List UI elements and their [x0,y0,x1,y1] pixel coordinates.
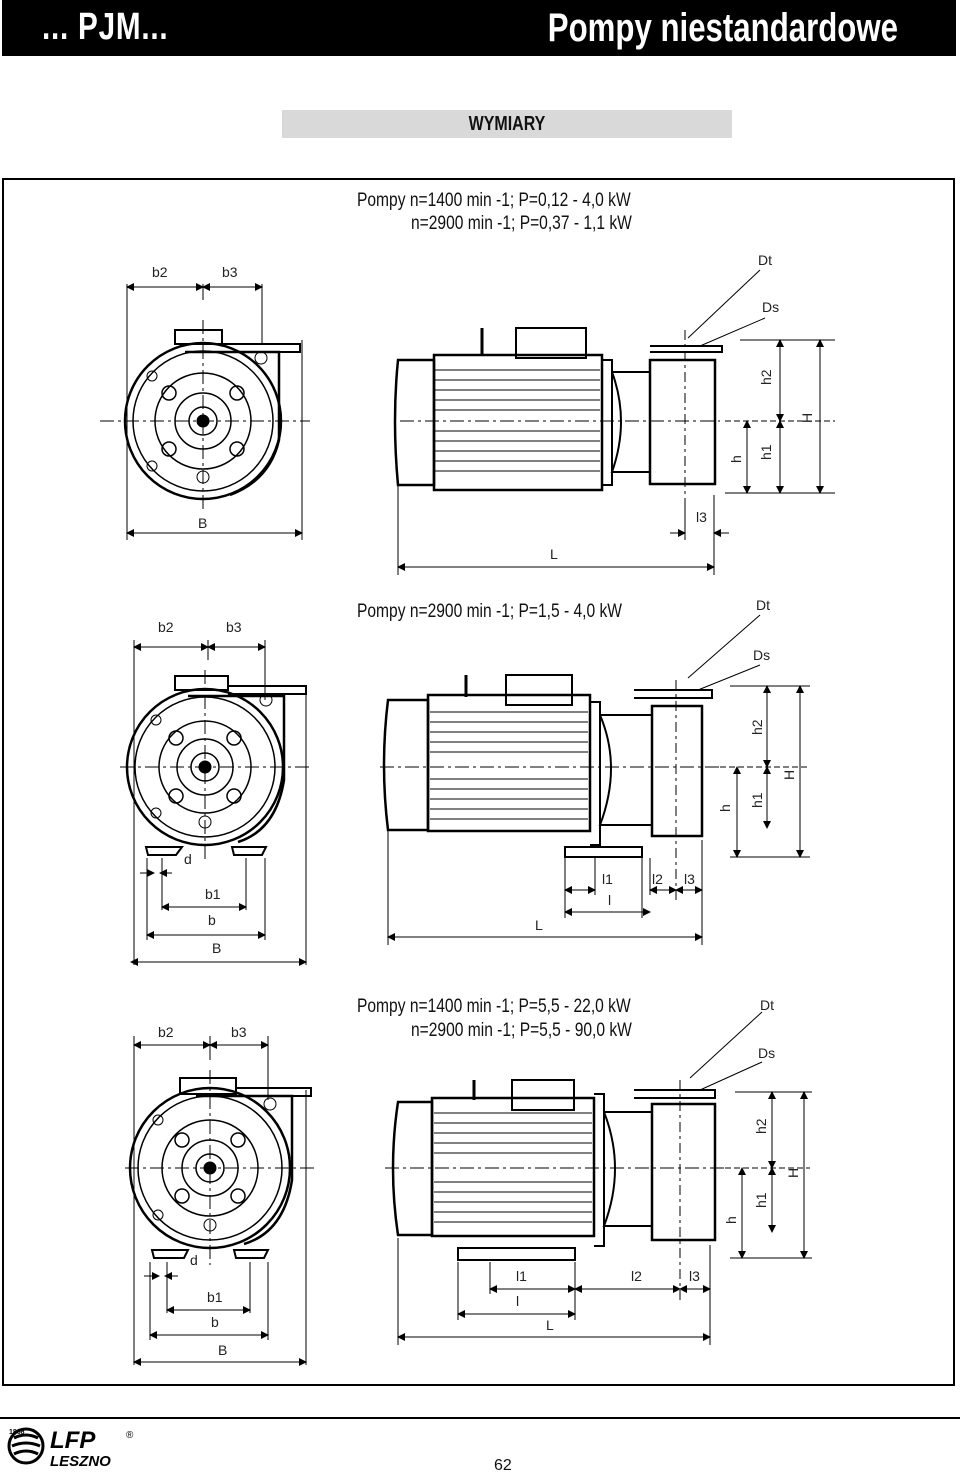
dim-b2-2: b2 [158,619,174,635]
caption-3-line-2: n=2900 min -1; P=5,5 - 90,0 kW [411,1020,632,1041]
dim-H-1: H [799,413,815,423]
dim-l3-2: l3 [684,871,695,887]
dim-L-1: L [550,546,558,562]
front-view-1 [100,320,310,510]
dim-b3-2: b3 [226,619,242,635]
dim-l-2: l [608,892,611,908]
dim-Ds-3: Ds [758,1045,775,1061]
dim-b3-1: b3 [222,264,238,280]
page-number: 62 [494,1457,512,1474]
drawing-frame [2,178,955,1386]
dim-h-3: h [723,1216,739,1224]
dim-H-2: H [781,770,797,780]
dim-h1-3: h1 [753,1192,769,1208]
logo-registered: ® [126,1430,134,1441]
dim-b-3: b [211,1314,219,1330]
dim-B-1: B [198,515,207,531]
dim-d-3: d [190,1252,198,1268]
dim-H-3: H [785,1168,801,1178]
front-view-3 [125,1070,318,1265]
logo-subtext: LESZNO [50,1453,111,1470]
dim-d-2: d [184,851,192,867]
dim-Ds-2: Ds [753,647,770,663]
side-view-2 [380,674,720,900]
header-right-title: Pompy niestandardowe [547,6,898,50]
dim-Dt-1: Dt [758,252,772,268]
dim-b2-3: b2 [158,1024,174,1040]
dim-b3-3: b3 [231,1024,247,1040]
dim-B-3: B [218,1342,227,1358]
page-header: ... PJM... Pompy niestandardowe [2,0,956,56]
dim-h-1: h [728,455,744,463]
dim-L-3: L [546,1317,554,1333]
front-view-2 [120,670,312,860]
section-title: WYMIARY [282,110,732,138]
dim-Dt-3: Dt [760,997,774,1013]
side-view-3 [385,1079,730,1300]
dim-B-2: B [212,940,221,956]
dim-h-2: h [717,804,733,812]
footer-divider [0,1417,960,1419]
logo-text: LFP [50,1427,96,1454]
dim-b2-1: b2 [152,264,168,280]
dim-l3-3: l3 [689,1268,700,1284]
lfp-leszno-logo: 1868 LFP LESZNO ® [6,1424,146,1475]
dim-l-3: l [516,1293,519,1309]
dim-Dt-2: Dt [756,597,770,613]
logo-year: 1868 [9,1429,25,1436]
caption-1-line-2: n=2900 min -1; P=0,37 - 1,1 kW [411,213,632,234]
dim-l2-3: l2 [631,1268,642,1284]
dim-l1-3: l1 [516,1268,527,1284]
dim-h1-2: h1 [749,792,765,808]
dim-l1-2: l1 [602,871,613,887]
caption-1-line-1: Pompy n=1400 min -1; P=0,12 - 4,0 kW [357,190,631,211]
caption-2-line-1: Pompy n=2900 min -1; P=1,5 - 4,0 kW [357,601,623,622]
dim-b1-2: b1 [205,886,221,902]
dim-Ds-1: Ds [762,299,779,315]
dim-h2-3: h2 [753,1118,769,1134]
header-left-title: ... PJM... [42,6,169,48]
dim-b1-3: b1 [207,1289,223,1305]
dim-l3-1: l3 [696,509,707,525]
dim-l2-2: l2 [652,871,663,887]
caption-3-line-1: Pompy n=1400 min -1; P=5,5 - 22,0 kW [357,996,631,1017]
dim-h2-2: h2 [749,719,765,735]
dim-b-2: b [208,912,216,928]
dim-h2-1: h2 [758,369,774,385]
dim-h1-1: h1 [758,444,774,460]
side-view-1 [393,327,723,500]
dim-L-2: L [535,917,543,933]
